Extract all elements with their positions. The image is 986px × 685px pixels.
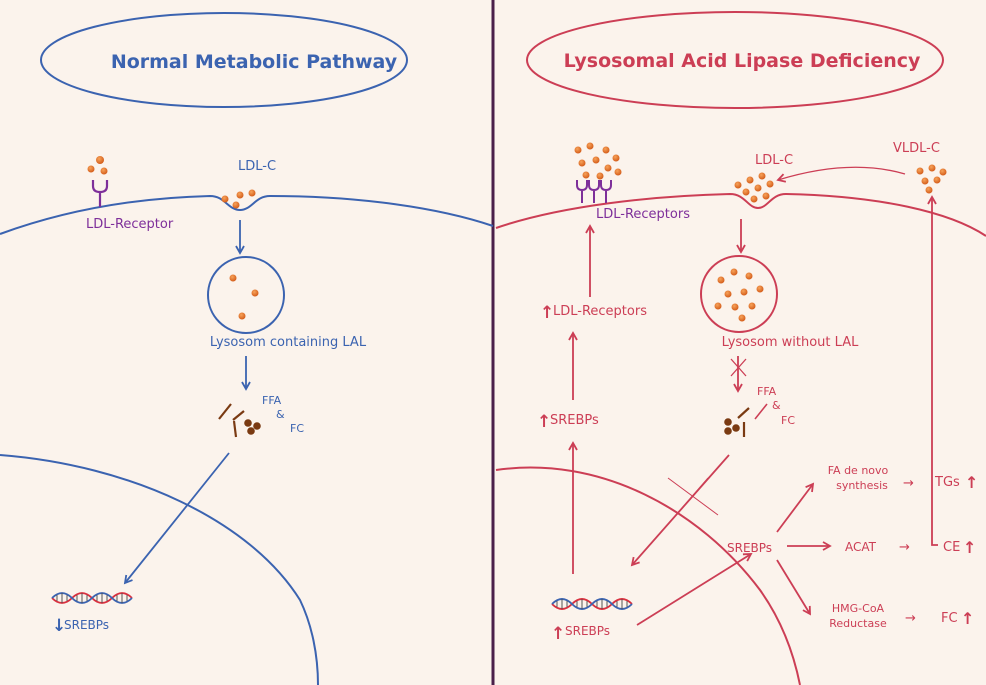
amp-label: & bbox=[276, 408, 285, 421]
ffa-fc-glyph bbox=[218, 403, 261, 438]
ldl-receptor-glyph bbox=[87, 156, 109, 207]
ldl-receptors-mid-label: LDL-Receptors bbox=[553, 304, 647, 319]
srebps-bottom-up-arrow: ↑ bbox=[551, 624, 565, 644]
left-title-ellipse bbox=[40, 12, 408, 108]
vldl-c-label: VLDL-C bbox=[893, 141, 940, 156]
ldl-receptors-cluster bbox=[574, 142, 622, 203]
dna-helix-icon bbox=[51, 592, 133, 604]
lysosome-label: Lysosom containing LAL bbox=[210, 335, 367, 350]
right-panel: Lysosomal Acid Lipase Deficiency LDL-Rec… bbox=[495, 11, 986, 685]
fa-de-novo-label-line2: synthesis bbox=[836, 479, 888, 492]
srebps-mid-up-arrow: ↑ bbox=[537, 412, 551, 432]
tgs-up-arrow: ↑ bbox=[965, 473, 978, 492]
hmg-to-fc-arrow: → bbox=[905, 611, 916, 626]
left-title: Normal Metabolic Pathway bbox=[111, 51, 398, 73]
right-ldl-c-particles bbox=[734, 172, 774, 203]
acat-to-ce-arrow: → bbox=[899, 540, 910, 555]
arrow-srebps-to-hmg bbox=[776, 559, 811, 616]
right-ffa-label: FFA bbox=[757, 385, 777, 398]
ldl-receptors-mid-up-arrow: ↑ bbox=[540, 303, 554, 323]
right-lysosome-particles bbox=[714, 268, 764, 322]
srebps-mid-label: SREBPs bbox=[550, 413, 599, 428]
right-nucleus-membrane bbox=[495, 466, 801, 685]
arrow-ffa-to-nucleus bbox=[123, 452, 230, 585]
hmg-coa-label-line1: HMG-CoA bbox=[832, 602, 885, 615]
right-cell-membrane bbox=[495, 192, 986, 237]
ldl-receptor-label: LDL-Receptor bbox=[86, 217, 174, 232]
srebps-center-label: SREBPs bbox=[727, 541, 772, 555]
right-ldl-c-label: LDL-C bbox=[755, 153, 793, 168]
ldl-receptors-top-label: LDL-Receptors bbox=[596, 207, 690, 222]
ffa-label: FFA bbox=[262, 394, 282, 407]
block-cross-mark-2 bbox=[667, 477, 719, 516]
right-dna-helix-icon bbox=[551, 598, 633, 610]
acat-label: ACAT bbox=[845, 540, 877, 554]
right-lysosome-label: Lysosom without LAL bbox=[722, 335, 859, 350]
ce-label: CE bbox=[943, 540, 960, 555]
vldl-c-particles bbox=[916, 164, 947, 194]
ce-up-arrow: ↑ bbox=[963, 538, 976, 557]
right-fc-out-label: FC bbox=[941, 611, 958, 626]
srebps-bottom-label: SREBPs bbox=[565, 624, 610, 638]
fc-label: FC bbox=[290, 422, 304, 435]
ldl-c-particles bbox=[221, 189, 256, 209]
tgs-label: TGs bbox=[934, 475, 960, 490]
arrow-dna-to-center-srebps bbox=[636, 553, 753, 626]
arrow-srebps-to-fa bbox=[776, 482, 815, 533]
srebps-down-arrow: ↓ bbox=[52, 616, 66, 636]
right-fc-label: FC bbox=[781, 414, 795, 427]
left-nucleus-membrane bbox=[0, 454, 319, 685]
arrow-ce-to-vldl bbox=[927, 195, 938, 546]
lysosome-particle bbox=[229, 274, 237, 282]
ldl-c-label: LDL-C bbox=[238, 159, 276, 174]
left-panel: Normal Metabolic Pathway LDL-Receptor LD… bbox=[0, 12, 494, 685]
right-ffa-fc-glyph bbox=[724, 403, 768, 437]
fa-to-tgs-arrow: → bbox=[903, 476, 914, 491]
left-cell-membrane bbox=[0, 194, 494, 235]
arrow-vldl-to-ldl bbox=[776, 166, 906, 183]
left-srebps-label: SREBPs bbox=[64, 618, 109, 632]
fc-up-arrow: ↑ bbox=[961, 609, 974, 628]
lysosome-particle bbox=[238, 312, 246, 320]
lysosome-with-lal bbox=[207, 256, 285, 334]
lysosome-without-lal bbox=[700, 255, 778, 333]
hmg-coa-label-line2: Reductase bbox=[829, 617, 887, 630]
right-title: Lysosomal Acid Lipase Deficiency bbox=[564, 50, 921, 72]
right-amp-label: & bbox=[772, 399, 781, 412]
block-cross-mark bbox=[730, 358, 747, 377]
fa-de-novo-label-line1: FA de novo bbox=[828, 464, 889, 477]
right-title-ellipse bbox=[526, 11, 944, 109]
lysosome-particle bbox=[251, 289, 259, 297]
